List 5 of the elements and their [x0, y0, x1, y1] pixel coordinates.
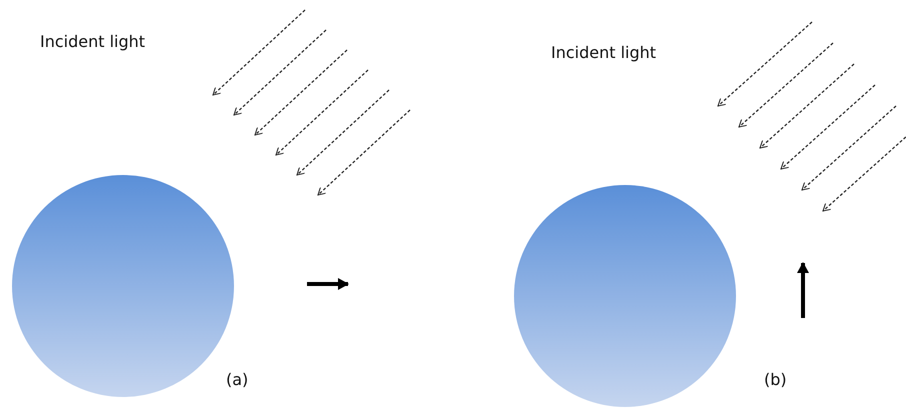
panel-label: (b) — [764, 370, 787, 389]
panel-label: (a) — [226, 370, 248, 389]
sphere — [514, 185, 736, 407]
incident-light-label: Incident light — [40, 32, 146, 51]
incident-light-label: Incident light — [551, 43, 656, 62]
